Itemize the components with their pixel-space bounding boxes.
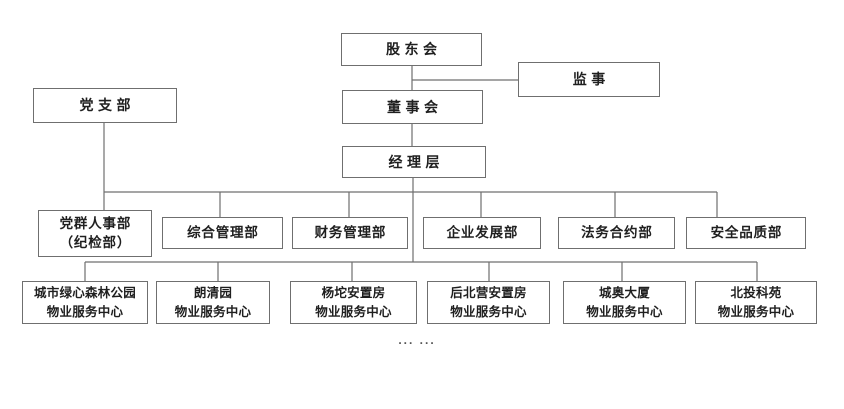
org-node-center-beitou-keyuan: 北投科苑 物业服务中心 xyxy=(695,281,817,324)
center-label-line1: 朗清园 xyxy=(193,286,233,301)
org-node-center-langqingyuan: 朗清园 物业服务中心 xyxy=(156,281,270,324)
center-label-line1: 杨坨安置房 xyxy=(321,286,386,301)
org-node-board: 董事会 xyxy=(342,90,483,124)
dept-label: 安全品质部 xyxy=(710,224,783,240)
dept-label-line2: （纪检部） xyxy=(59,234,132,250)
org-node-board-label: 董事会 xyxy=(387,98,443,115)
more-centers-ellipsis: ... ... xyxy=(398,333,436,347)
org-node-center-houbeiying-resettlement: 后北营安置房 物业服务中心 xyxy=(427,281,550,324)
org-node-party-branch: 党支部 xyxy=(33,88,177,123)
org-node-party-branch-label: 党支部 xyxy=(79,97,135,114)
org-node-management-label: 经理层 xyxy=(388,153,444,170)
center-label-line1: 城市绿心森林公园 xyxy=(33,286,136,301)
dept-label: 企业发展部 xyxy=(446,224,519,240)
org-node-supervisor: 监事 xyxy=(518,62,660,97)
org-node-dept-enterprise-dev: 企业发展部 xyxy=(423,217,541,249)
dept-label: 法务合约部 xyxy=(581,224,653,240)
center-label-line2: 物业服务中心 xyxy=(46,304,124,319)
org-node-management: 经理层 xyxy=(342,146,486,178)
org-node-dept-finance: 财务管理部 xyxy=(292,217,408,249)
org-node-dept-safety-quality: 安全品质部 xyxy=(686,217,806,249)
org-node-dept-legal-contract: 法务合约部 xyxy=(558,217,675,249)
line-center-drops xyxy=(84,262,758,281)
center-label-line1: 城奥大厦 xyxy=(598,286,650,301)
line-dept-drops xyxy=(219,192,718,217)
org-node-supervisor-label: 监事 xyxy=(572,71,610,88)
center-label-line2: 物业服务中心 xyxy=(174,304,252,319)
center-label-line2: 物业服务中心 xyxy=(586,304,663,319)
center-label-line2: 物业服务中心 xyxy=(315,304,392,319)
org-node-dept-party-personnel: 党群人事部 （纪检部） xyxy=(38,210,152,257)
dept-label: 综合管理部 xyxy=(187,224,259,240)
center-label-line2: 物业服务中心 xyxy=(717,304,795,319)
center-label-line1: 后北营安置房 xyxy=(450,286,527,301)
org-node-dept-general-admin: 综合管理部 xyxy=(162,217,283,249)
center-label-line1: 北投科苑 xyxy=(730,286,782,301)
org-node-center-yangtuo-resettlement: 杨坨安置房 物业服务中心 xyxy=(290,281,417,324)
org-node-center-green-heart-forest-park: 城市绿心森林公园 物业服务中心 xyxy=(22,281,148,324)
org-node-shareholders: 股东会 xyxy=(341,33,482,66)
dept-label: 财务管理部 xyxy=(314,224,387,240)
dept-label-line1: 党群人事部 xyxy=(59,216,132,232)
center-label-line2: 物业服务中心 xyxy=(450,304,527,319)
org-node-center-chengao-tower: 城奥大厦 物业服务中心 xyxy=(563,281,686,324)
org-node-shareholders-label: 股东会 xyxy=(386,41,442,58)
